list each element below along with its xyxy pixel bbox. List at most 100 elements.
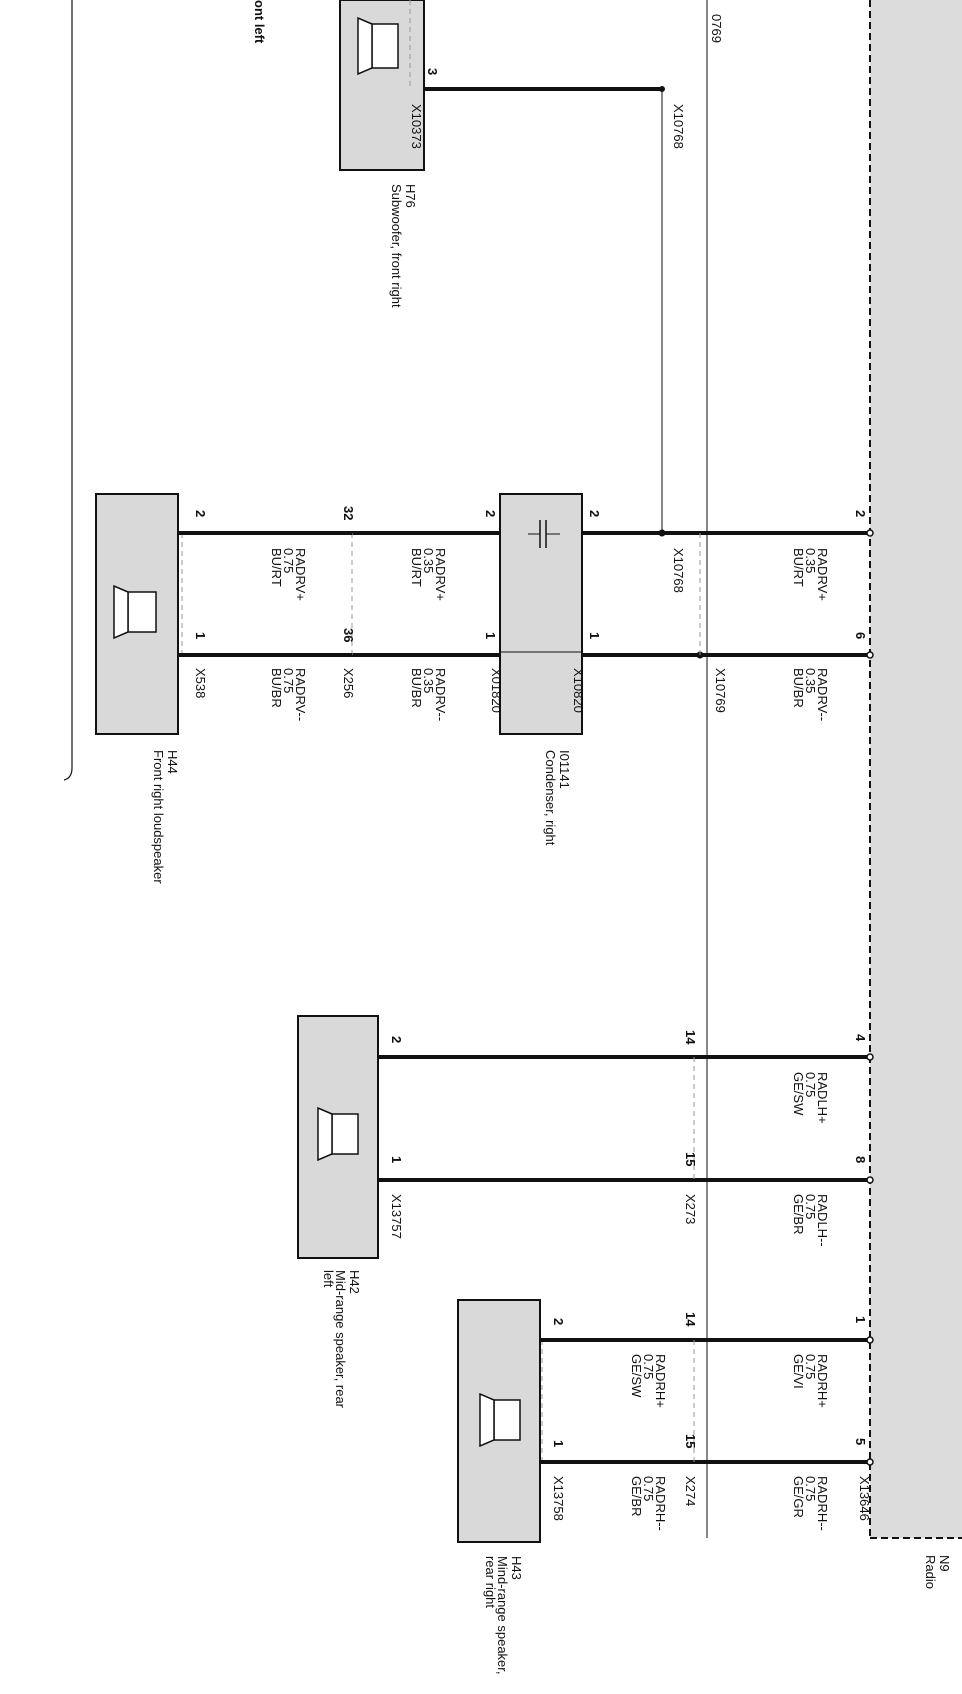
svg-text:RADRV--: RADRV--	[433, 668, 448, 721]
svg-text:RADRV--: RADRV--	[815, 668, 830, 721]
radio-n9: N9 Radio	[869, 0, 962, 1589]
label-radrh-plus-b: RADRH+ 0.75 GE/SW	[629, 1354, 668, 1408]
speaker-h43: 2 1 X13758 H43 Mind-range speaker, rear …	[457, 1299, 566, 1675]
label-radrv-plus-a: RADRV+ 0.35 BU/RT	[791, 548, 830, 601]
svg-text:0.35: 0.35	[421, 668, 436, 693]
svg-text:0.75: 0.75	[803, 1072, 818, 1097]
svg-text:RADLH--: RADLH--	[815, 1194, 830, 1247]
pin-h42-2: 2	[389, 1036, 404, 1043]
connector-x273: X273	[683, 1194, 698, 1224]
pin-h42-1: 1	[389, 1156, 404, 1163]
pin-cond-out-2: 2	[483, 510, 498, 517]
pin-x256-32: 32	[341, 506, 356, 520]
connector-x10768-mid: X10768	[671, 548, 686, 593]
h44-id: H44	[165, 750, 180, 774]
h42-id: H42	[347, 1270, 362, 1294]
svg-text:GE/GR: GE/GR	[791, 1476, 806, 1518]
speaker-icon	[317, 1106, 359, 1162]
pin-radio-6: 6	[853, 632, 868, 639]
svg-text:RADRH--: RADRH--	[653, 1476, 668, 1531]
x10769-fragment: 0769	[709, 14, 724, 43]
front-left-fragment: ont left	[252, 0, 267, 44]
pin-radio-1: 1	[853, 1316, 868, 1323]
label-radrv-minus-b: RADRV-- 0.35 BU/BR	[409, 668, 448, 721]
svg-text:GE/BR: GE/BR	[629, 1476, 644, 1516]
connector-x274: X274	[683, 1476, 698, 1506]
connector-x01820: X01820	[489, 668, 504, 713]
label-radrv-plus-b: RADRV+ 0.35 BU/RT	[409, 548, 448, 601]
svg-text:BU/BR: BU/BR	[269, 668, 284, 708]
label-radrh-minus-b: RADRH-- 0.75 GE/BR	[629, 1476, 668, 1531]
svg-text:0.75: 0.75	[803, 1354, 818, 1379]
pin-cond-out-1: 1	[483, 632, 498, 639]
svg-text:BU/RT: BU/RT	[409, 548, 424, 587]
subwoofer-name: Subwoofer, front right	[389, 184, 404, 308]
pin-radio-5: 5	[853, 1438, 868, 1445]
svg-text:RADRV--: RADRV--	[293, 668, 308, 721]
pin-cond-in-2: 2	[587, 510, 602, 517]
connector-x10820: X10820	[571, 668, 586, 713]
pin-radio-2: 2	[853, 510, 868, 517]
h44-name: Front right loudspeaker	[151, 750, 166, 884]
radio-pin-markers	[866, 529, 874, 1466]
radio-name: Radio	[923, 1555, 938, 1589]
h42-name-1: Mid-range speaker, rear	[333, 1270, 348, 1409]
pin-radio-8: 8	[853, 1156, 868, 1163]
connector-x13757: X13757	[389, 1194, 404, 1239]
pin-cond-in-1: 1	[587, 632, 602, 639]
svg-text:RADRV+: RADRV+	[293, 548, 308, 601]
label-radrv-minus-a: RADRV-- 0.35 BU/BR	[791, 668, 830, 721]
svg-text:0.75: 0.75	[641, 1354, 656, 1379]
h43-id: H43	[509, 1556, 524, 1580]
h43-name-1: Mind-range speaker,	[495, 1556, 510, 1675]
pin-radio-4: 4	[853, 1034, 868, 1042]
svg-text:0.35: 0.35	[421, 548, 436, 573]
h42-name-2: left	[321, 1270, 336, 1288]
connector-x13646: X13646	[857, 1476, 872, 1521]
svg-text:RADRH+: RADRH+	[653, 1354, 668, 1408]
speaker-h44: 2 1 X538 H44 Front right loudspeaker	[95, 493, 208, 884]
pin-h44-2: 2	[193, 510, 208, 517]
pin-x273-14: 14	[683, 1030, 698, 1045]
speaker-icon	[357, 16, 399, 76]
svg-text:0.75: 0.75	[803, 1476, 818, 1501]
speaker-icon	[113, 584, 157, 640]
h43-name-2: rear right	[483, 1556, 498, 1608]
pin-x273-15: 15	[683, 1152, 698, 1166]
pin-x274-14: 14	[683, 1312, 698, 1327]
svg-text:BU/RT: BU/RT	[791, 548, 806, 587]
subwoofer-id: H76	[403, 184, 418, 208]
speaker-icon	[479, 1392, 521, 1448]
condenser-id: I01141	[557, 750, 572, 789]
pin-h43-1: 1	[551, 1440, 566, 1447]
label-radrv-minus-c: RADRV-- 0.75 BU/BR	[269, 668, 308, 721]
label-radlh-minus: RADLH-- 0.75 GE/BR	[791, 1194, 830, 1247]
radio-id: N9	[937, 1555, 952, 1572]
label-radrh-minus-a: RADRH-- 0.75 GE/GR	[791, 1476, 830, 1531]
svg-text:BU/BR: BU/BR	[409, 668, 424, 708]
svg-text:0.35: 0.35	[803, 668, 818, 693]
subwoofer-h76: X10373 3 H76 Subwoofer, front right	[339, 0, 440, 308]
capacitor-icon	[528, 520, 560, 548]
svg-text:GE/SW: GE/SW	[629, 1354, 644, 1398]
svg-text:0.75: 0.75	[281, 548, 296, 573]
label-radrh-plus-a: RADRH+ 0.75 GE/VI	[791, 1354, 830, 1408]
label-radrv-plus-c: RADRV+ 0.75 BU/RT	[269, 548, 308, 601]
condenser-i01141: X10820 X01820 I01141 Condenser, right 2 …	[483, 493, 602, 846]
speaker-h42: 2 1 X13757 H42 Mid-range speaker, rear l…	[297, 1015, 404, 1409]
condenser-name: Condenser, right	[543, 750, 558, 846]
svg-text:0.75: 0.75	[803, 1194, 818, 1219]
svg-text:RADRH--: RADRH--	[815, 1476, 830, 1531]
svg-text:0.75: 0.75	[641, 1476, 656, 1501]
svg-text:GE/VI: GE/VI	[791, 1354, 806, 1389]
connector-x10373: X10373	[409, 104, 424, 149]
svg-text:RADLH+: RADLH+	[815, 1072, 830, 1124]
svg-text:0.35: 0.35	[803, 548, 818, 573]
harness-outline	[63, 0, 73, 781]
connector-x256: X256	[341, 668, 356, 698]
connector-x13758: X13758	[551, 1476, 566, 1521]
pin-h43-2: 2	[551, 1318, 566, 1325]
svg-text:RADRV+: RADRV+	[815, 548, 830, 601]
